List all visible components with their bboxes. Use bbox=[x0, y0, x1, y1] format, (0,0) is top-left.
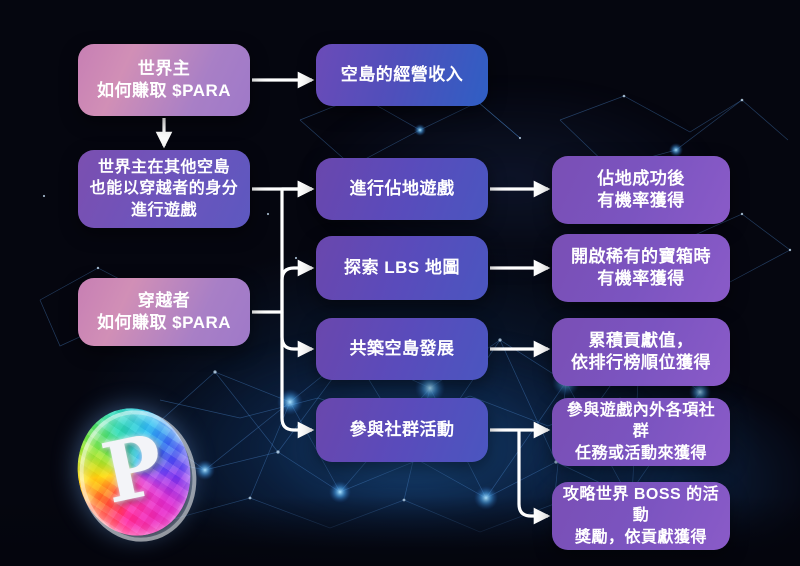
node-land-claim-game[interactable]: 進行佔地遊戲 bbox=[316, 158, 488, 220]
node-label: 參與遊戲內外各項社群 任務或活動來獲得 bbox=[566, 402, 716, 462]
node-label: 攻略世界 BOSS 的活動 獎勵，依貢獻獲得 bbox=[562, 486, 720, 546]
node-label: 參與社群活動 bbox=[349, 419, 455, 439]
node-label: 進行佔地遊戲 bbox=[349, 178, 455, 198]
node-world-boss-reward[interactable]: 攻略世界 BOSS 的活動 獎勵，依貢獻獲得 bbox=[552, 482, 730, 550]
connector-traveler-to-land-claim bbox=[252, 180, 315, 314]
node-contribution-rank-reward[interactable]: 累積貢獻值， 依排行榜順位獲得 bbox=[552, 318, 730, 386]
node-label: 世界主在其他空島 也能以穿越者的身分 進行遊戲 bbox=[89, 159, 239, 219]
node-label: 探索 LBS 地圖 bbox=[344, 257, 460, 277]
node-world-owner-as-traveler[interactable]: 世界主在其他空島 也能以穿越者的身分 進行遊戲 bbox=[78, 150, 250, 228]
node-land-claim-reward[interactable]: 佔地成功後 有機率獲得 bbox=[552, 156, 730, 224]
node-label: 佔地成功後 有機率獲得 bbox=[597, 168, 685, 210]
connector-community-to-boss bbox=[517, 430, 551, 525]
node-community-activities[interactable]: 參與社群活動 bbox=[316, 398, 488, 462]
connector-traveler-to-lbs bbox=[280, 259, 315, 312]
node-label: 開啟稀有的寶箱時 有機率獲得 bbox=[571, 246, 711, 288]
connector-traveler-to-build bbox=[280, 312, 315, 358]
node-label: 空島的經營收入 bbox=[340, 64, 464, 84]
coin-letter: P bbox=[94, 416, 173, 523]
connector-traveler-to-community bbox=[280, 312, 315, 439]
node-traveler-earn[interactable]: 穿越者 如何賺取 $PARA bbox=[78, 278, 250, 346]
node-sky-island-income[interactable]: 空島的經營收入 bbox=[316, 44, 488, 106]
node-label: 穿越者 如何賺取 $PARA bbox=[96, 290, 232, 332]
node-world-owner-earn[interactable]: 世界主 如何賺取 $PARA bbox=[78, 44, 250, 116]
node-explore-lbs-map[interactable]: 探索 LBS 地圖 bbox=[316, 236, 488, 300]
node-label: 共築空島發展 bbox=[349, 338, 455, 358]
node-rare-chest-reward[interactable]: 開啟稀有的寶箱時 有機率獲得 bbox=[552, 234, 730, 302]
node-label: 世界主 如何賺取 $PARA bbox=[96, 58, 232, 100]
node-community-task-reward[interactable]: 參與遊戲內外各項社群 任務或活動來獲得 bbox=[552, 398, 730, 466]
node-build-sky-island[interactable]: 共築空島發展 bbox=[316, 318, 488, 380]
para-coin-logo: P bbox=[65, 397, 209, 553]
node-label: 累積貢獻值， 依排行榜順位獲得 bbox=[571, 330, 711, 372]
